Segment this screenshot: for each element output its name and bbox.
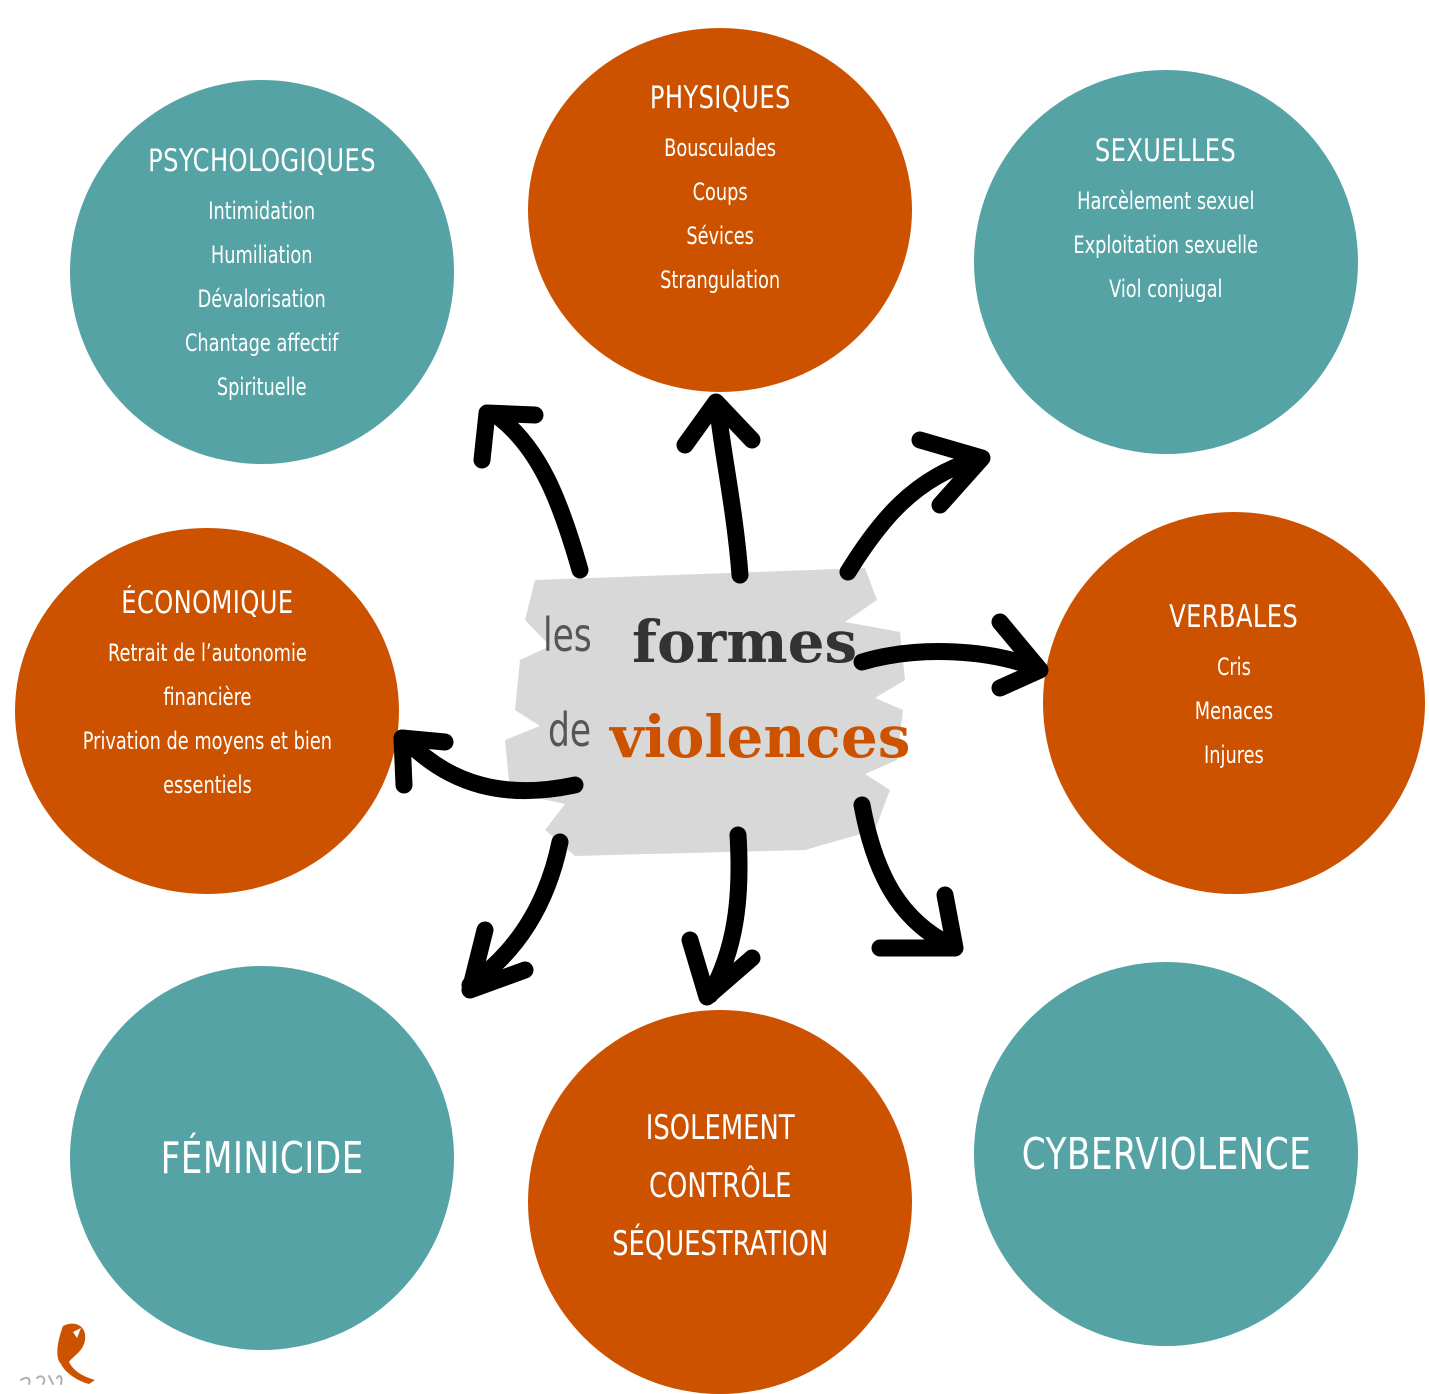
fox-logo-icon — [20, 1323, 95, 1385]
list-item: Menaces — [1194, 697, 1274, 725]
economique-list: Retrait de l’autonomie financière Privat… — [39, 631, 376, 807]
economique-title: ÉCONOMIQUE — [120, 585, 294, 621]
psychologiques-title: PSYCHOLOGIQUES — [148, 143, 376, 179]
economique-circle: ÉCONOMIQUE Retrait de l’autonomie financ… — [15, 528, 399, 894]
arrow-economique-icon — [393, 729, 584, 800]
sexuelles-list: Harcèlement sexuel Exploitation sexuelle… — [1041, 179, 1290, 311]
arrow-psychologiques-icon — [473, 404, 589, 579]
list-item: Dévalorisation — [197, 285, 327, 313]
sexuelles-title: SEXUELLES — [1095, 133, 1237, 169]
list-item: Intimidation — [208, 197, 316, 225]
physiques-title: PHYSIQUES — [649, 80, 791, 116]
list-item: Harcèlement sexuel — [1077, 187, 1255, 215]
verbales-circle: VERBALES Cris Menaces Injures — [1043, 512, 1425, 894]
arrow-cyberviolence-icon — [853, 796, 964, 957]
feminicide-title: FÉMINICIDE — [160, 1132, 364, 1184]
isolement-line: ISOLEMENT — [645, 1108, 795, 1148]
list-item: Humiliation — [211, 241, 313, 269]
verbales-list: Cris Menaces Injures — [1181, 645, 1287, 777]
physiques-list: Bousculades Coups Sévices Strangulation — [639, 126, 801, 302]
physiques-circle: PHYSIQUES Bousculades Coups Sévices Stra… — [528, 28, 912, 392]
title-brush-background — [505, 568, 905, 856]
arrow-isolement-icon — [681, 826, 761, 1006]
list-item: Privation de moyens et bien — [82, 727, 332, 755]
arrow-sexuelles-icon — [839, 431, 991, 581]
list-item: financière — [162, 683, 252, 711]
arrow-feminicide-icon — [461, 833, 569, 999]
list-item: essentiels — [162, 771, 252, 799]
list-item: Sévices — [686, 222, 754, 250]
cyberviolence-title: CYBERVIOLENCE — [1021, 1128, 1311, 1180]
list-item: Strangulation — [659, 266, 781, 294]
arrow-physiques-icon — [676, 393, 761, 584]
sexuelles-circle: SEXUELLES Harcèlement sexuel Exploitatio… — [974, 70, 1358, 454]
list-item: Retrait de l’autonomie — [107, 639, 307, 667]
feminicide-circle: FÉMINICIDE — [70, 966, 454, 1350]
controle-line: CONTRÔLE — [648, 1166, 792, 1206]
psychologiques-list: Intimidation Humiliation Dévalorisation … — [158, 189, 365, 409]
list-item: Exploitation sexuelle — [1073, 231, 1259, 259]
cyberviolence-circle: CYBERVIOLENCE — [974, 962, 1358, 1346]
list-item: Injures — [1204, 741, 1264, 769]
list-item: Bousculades — [664, 134, 776, 162]
list-item: Chantage affectif — [185, 329, 339, 357]
list-item: Cris — [1217, 653, 1251, 681]
list-item: Coups — [692, 178, 748, 206]
list-item: Spirituelle — [217, 373, 307, 401]
list-item: Viol conjugal — [1109, 275, 1223, 303]
verbales-title: VERBALES — [1169, 599, 1299, 635]
sequestration-line: SÉQUESTRATION — [611, 1224, 829, 1264]
psychologiques-circle: PSYCHOLOGIQUES Intimidation Humiliation … — [70, 80, 454, 464]
isolement-lines: ISOLEMENT CONTRÔLE SÉQUESTRATION — [578, 1099, 862, 1273]
arrow-verbales-icon — [853, 613, 1049, 697]
isolement-circle: ISOLEMENT CONTRÔLE SÉQUESTRATION — [528, 1010, 912, 1394]
